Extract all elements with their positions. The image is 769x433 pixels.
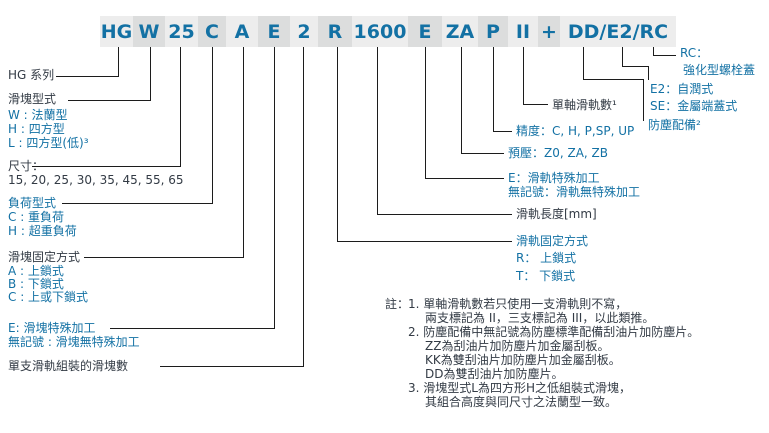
label-load-type-heading: 負荷型式 <box>8 196 57 210</box>
code-segment-size: 25 <box>165 16 198 47</box>
connector-rails-per-axis <box>523 47 548 105</box>
note-line: 1. 單軸滑軌數若只使用一支滑軌則不寫， <box>408 297 628 311</box>
note-line: KK為雙刮油片加防塵片加金屬刮板。 <box>425 353 621 367</box>
note-line: DD為雙刮油片加防塵片。 <box>425 367 564 381</box>
connector-size <box>32 47 181 167</box>
label-size-values: 15, 20, 25, 30, 35, 45, 55, 65 <box>8 173 184 187</box>
note-line: 兩支標記為 II，三支標記為 III，以此類推。 <box>425 311 655 325</box>
label-block-mounting-heading: 滑塊固定方式 <box>8 250 81 264</box>
label-lubrication-option: E2：自潤式 <box>650 82 714 96</box>
connector-precision <box>493 47 512 132</box>
label-block-special-option: 無記號 : 滑塊無特殊加工 <box>8 335 140 349</box>
connector-series <box>56 47 119 77</box>
code-segment-rail-count: II <box>508 16 538 47</box>
code-segment-options: DD/E2/RC <box>560 16 676 47</box>
connector-rail-special <box>425 47 504 179</box>
connector-lubrication <box>622 47 649 80</box>
label-block-type-option: H : 四方型 <box>8 122 65 136</box>
label-preload-heading: 預壓：Z0, ZA, ZB <box>508 146 608 160</box>
label-load-type-option: C : 重負荷 <box>8 210 65 224</box>
code-segment-rail-length: 1600 <box>352 16 408 47</box>
label-load-type-option: H : 超重負荷 <box>8 224 77 238</box>
connector-preload <box>461 47 504 154</box>
code-segment-rail-special: E <box>408 16 442 47</box>
connector-rail-mounting <box>337 47 512 242</box>
label-block-type-option: W : 法蘭型 <box>8 108 68 122</box>
note-line: 3. 滑塊型式L為四方形H之低組裝式滑塊， <box>408 381 631 395</box>
label-rail-length-heading: 滑軌長度[mm] <box>516 207 597 221</box>
label-bolt-cap-sub: 強化型螺栓蓋 <box>683 63 756 77</box>
label-block-type-option: L : 四方型(低)³ <box>8 136 89 150</box>
label-blocks-per-rail-heading: 單支滑軌組裝的滑塊數 <box>8 359 129 373</box>
connector-load-type <box>62 47 213 204</box>
label-rail-special-option: 無記號：滑軌無特殊加工 <box>508 185 641 199</box>
label-rails-per-axis-heading: 單軸滑軌數¹ <box>552 98 617 112</box>
label-block-special-heading: E: 滑塊特殊加工 <box>8 321 96 335</box>
connector-rail-length <box>377 47 512 215</box>
notes-prefix: 註： <box>385 297 410 311</box>
label-block-mounting-option: A : 上鎖式 <box>8 264 64 278</box>
code-segment-rail-mounting: R <box>318 16 352 47</box>
label-rail-mounting-option: R： 上鎖式 <box>516 251 577 265</box>
label-rail-mounting-heading: 滑軌固定方式 <box>516 234 589 248</box>
code-segment-plus: + <box>538 16 560 47</box>
connector-block-type <box>68 47 151 101</box>
note-line: ZZ為刮油片加防塵片加金屬刮板。 <box>425 339 610 353</box>
connector-dust-protection <box>583 47 644 121</box>
label-block-mounting-option: B : 下鎖式 <box>8 277 64 291</box>
label-precision-heading: 精度：C, H, P,SP, UP <box>516 124 635 138</box>
code-segment-precision: P <box>478 16 508 47</box>
label-dust-protection-heading: 防塵配備² <box>648 118 701 132</box>
connector-blocks-per-rail <box>160 47 304 367</box>
connector-block-mounting <box>84 47 244 258</box>
code-segment-block-type: W <box>133 16 165 47</box>
note-line: 2. 防塵配備中無記號為防塵標準配備刮油片加防塵片。 <box>408 325 700 339</box>
label-size-heading: 尺寸： <box>8 159 45 173</box>
label-block-type-heading: 滑塊型式 <box>8 92 57 106</box>
code-segment-load-type: C <box>198 16 226 47</box>
code-segment-block-mounting: A <box>226 16 258 47</box>
label-series-heading: HG 系列 <box>8 68 55 82</box>
label-rail-mounting-option: T： 下鎖式 <box>516 269 576 283</box>
label-rail-special-heading: E：滑軌特殊加工 <box>508 171 600 185</box>
note-line: 其組合高度與同尺寸之法蘭型一致。 <box>425 395 618 409</box>
connector-bolt-cap <box>653 47 676 56</box>
code-segment-series: HG <box>100 16 133 47</box>
code-segment-block-special: E <box>258 16 290 47</box>
code-segment-preload: ZA <box>442 16 478 47</box>
label-lubrication-option: SE：金屬端蓋式 <box>650 99 738 113</box>
code-segment-block-count: 2 <box>290 16 318 47</box>
label-block-mounting-option: C : 上或下鎖式 <box>8 290 89 304</box>
connector-block-special <box>110 47 275 329</box>
label-bolt-cap-heading: RC： <box>680 46 709 60</box>
